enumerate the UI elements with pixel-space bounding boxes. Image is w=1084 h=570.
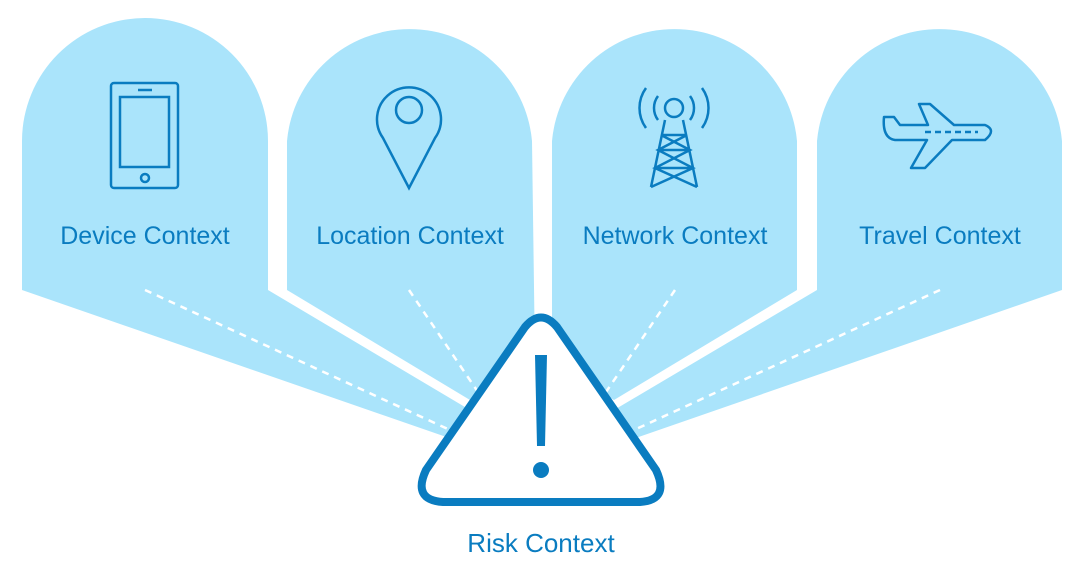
airplane-icon bbox=[882, 102, 993, 170]
cell-tower-icon bbox=[638, 87, 710, 189]
risk-context-label: Risk Context bbox=[467, 528, 615, 558]
warning-triangle-icon bbox=[417, 313, 665, 506]
network-context-panel bbox=[552, 29, 797, 401]
network-context-label: Network Context bbox=[582, 222, 768, 250]
map-pin-icon bbox=[375, 86, 443, 191]
location-context-panel bbox=[287, 29, 535, 400]
travel-context-label: Travel Context bbox=[859, 222, 1021, 250]
device-context-label: Device Context bbox=[60, 222, 230, 250]
location-context-label: Location Context bbox=[316, 222, 504, 250]
tablet-icon bbox=[109, 81, 180, 190]
connector-line bbox=[144, 288, 451, 432]
connector-line bbox=[407, 289, 482, 396]
connector-line bbox=[633, 288, 941, 432]
connector-line bbox=[602, 289, 677, 396]
device-context-panel bbox=[22, 18, 470, 441]
